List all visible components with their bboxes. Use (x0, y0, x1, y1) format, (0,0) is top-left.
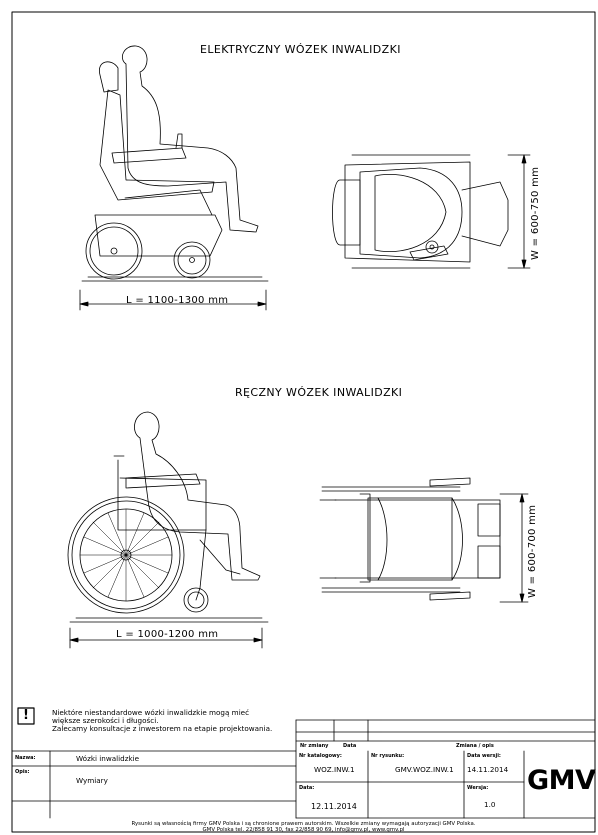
version-date-label: Data wersji: (467, 753, 501, 759)
footer-contact: GMV Polska tel. 22/858 91 30, fax 22/858… (202, 827, 405, 833)
electric-wheelchair-side-view (81, 45, 269, 282)
col-date: Data (343, 743, 357, 749)
desc-label: Opis: (15, 769, 30, 775)
version-label: Wersja: (467, 785, 489, 791)
warning-box (17, 707, 35, 725)
manual-length-label: L = 1000-1200 mm (116, 629, 219, 640)
electric-width-label: W = 600-750 mm (530, 166, 541, 260)
name-label: Nazwa: (15, 755, 36, 761)
manual-wheelchair-top-view (319, 477, 501, 601)
electric-length-label: L = 1100-1300 mm (126, 295, 229, 306)
col-change-no: Nr zmiany (300, 743, 329, 749)
version-date-value: 14.11.2014 (467, 765, 509, 774)
note-line-1: Niektóre niestandardowe wózki inwalidzki… (52, 708, 250, 717)
date-label: Data: (299, 785, 315, 791)
catalog-value: WOZ.INW.1 (314, 765, 355, 774)
electric-title: ELEKTRYCZNY WÓZEK INWALIDZKI (200, 43, 401, 56)
drawing-no-label: Nr rysunku: (371, 753, 405, 759)
manual-width-label: W = 600-700 mm (527, 504, 538, 598)
catalog-label: Nr katalogowy: (299, 753, 342, 759)
electric-wheelchair-top-view (332, 154, 509, 269)
exclamation-icon: ! (23, 708, 29, 723)
title-block-grid (11, 719, 596, 819)
gmv-logo: GMV (527, 765, 596, 796)
manual-title: RĘCZNY WÓZEK INWALIDZKI (235, 386, 403, 399)
desc-value: Wymiary (76, 776, 108, 785)
date-value: 12.11.2014 (311, 802, 357, 811)
note-line-2: większe szerokości i długości. (52, 716, 159, 725)
name-value: Wózki inwalidzkie (76, 754, 140, 763)
note-line-3: Zalecamy konsultacje z inwestorem na eta… (52, 724, 273, 733)
manual-wheelchair-side-view (67, 411, 269, 623)
col-change-desc: Zmiana / opis (456, 743, 494, 749)
footer-copyright: Rysunki są własnością firmy GMV Polska i… (131, 821, 476, 827)
version-value: 1.0 (484, 800, 496, 809)
drawing-no-value: GMV.WOZ.INW.1 (395, 765, 454, 774)
